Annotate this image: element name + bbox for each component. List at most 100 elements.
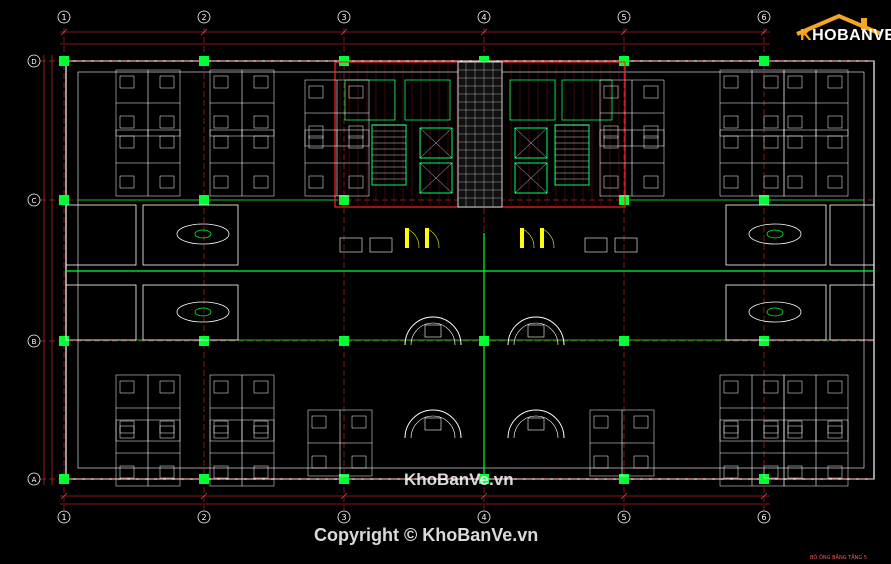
office-chair: [763, 115, 779, 129]
office-chair: [643, 85, 659, 99]
office-chair: [633, 415, 649, 429]
office-chair: [213, 425, 229, 439]
office-chair: [593, 415, 609, 429]
watermark-center: KhoBanVe.vn: [404, 470, 514, 489]
office-chair: [723, 420, 739, 434]
grid-bubble: [27, 54, 41, 68]
grid-bubble-label: 4: [481, 513, 486, 522]
lift-shaft: [514, 127, 548, 159]
office-chair: [763, 465, 779, 479]
structural-column: [59, 56, 69, 66]
office-chair: [763, 75, 779, 89]
structural-column: [199, 195, 209, 205]
grid-bubble-label: D: [31, 58, 36, 66]
office-chair: [787, 75, 803, 89]
office-chair: [827, 135, 843, 149]
meeting-room: [829, 284, 875, 341]
office-chair: [308, 125, 324, 139]
office-chair: [159, 115, 175, 129]
office-chair: [351, 455, 367, 469]
office-chair: [603, 85, 619, 99]
office-chair: [159, 465, 175, 479]
structural-column: [479, 56, 489, 66]
office-chair: [763, 135, 779, 149]
reception-seat: [584, 237, 608, 253]
structural-column: [339, 195, 349, 205]
office-chair: [827, 175, 843, 189]
structural-column: [759, 474, 769, 484]
structural-column: [199, 56, 209, 66]
grid-bubble-label: 6: [761, 513, 766, 522]
structural-column: [619, 56, 629, 66]
office-chair: [723, 75, 739, 89]
grid-bubble: [197, 10, 211, 24]
lift-cross: [514, 127, 548, 159]
structural-column: [759, 336, 769, 346]
meeting-table: [176, 223, 230, 245]
office-chair: [643, 135, 659, 149]
meeting-room: [65, 204, 137, 266]
grid-bubble: [617, 10, 631, 24]
office-chair: [723, 115, 739, 129]
grid-bubble-label: 1: [61, 513, 66, 522]
office-chair: [763, 420, 779, 434]
meeting-room: [725, 204, 827, 266]
office-chair: [311, 415, 327, 429]
office-chair: [787, 380, 803, 394]
outer-wall: [65, 60, 875, 480]
office-chair: [253, 465, 269, 479]
grid-bubble: [477, 10, 491, 24]
dimension-tick: [760, 28, 768, 36]
door-swing: [404, 227, 420, 249]
office-chair: [603, 135, 619, 149]
office-chair: [159, 75, 175, 89]
meeting-room: [142, 204, 239, 266]
office-chair: [308, 135, 324, 149]
meeting-table-center: [766, 307, 784, 317]
office-chair: [253, 75, 269, 89]
lounge-sofa-inner: [513, 415, 559, 439]
office-chair: [119, 465, 135, 479]
meeting-room: [725, 284, 827, 341]
dimension-tick: [620, 28, 628, 36]
wc-room: [404, 79, 451, 121]
logo-text: KHOBANVE: [800, 27, 891, 44]
office-chair: [213, 75, 229, 89]
office-chair: [763, 380, 779, 394]
door-leaf: [540, 228, 544, 248]
watermark-copyright: Copyright © KhoBanVe.vn: [314, 525, 539, 545]
office-chair: [213, 380, 229, 394]
office-chair: [119, 135, 135, 149]
grid-bubble: [27, 193, 41, 207]
grid-bubble-label: 5: [621, 513, 626, 522]
office-chair: [159, 175, 175, 189]
office-chair: [213, 420, 229, 434]
lounge-table: [527, 417, 545, 431]
office-chair: [827, 75, 843, 89]
reception-seat: [614, 237, 638, 253]
reception-seat: [339, 237, 363, 253]
grid-bubble-label: 6: [761, 13, 766, 22]
office-chair: [308, 85, 324, 99]
grid-bubble-label: B: [32, 338, 37, 346]
structural-column: [759, 56, 769, 66]
office-chair: [159, 135, 175, 149]
office-chair: [119, 380, 135, 394]
grid-bubble-label: A: [32, 476, 37, 484]
office-chair: [159, 425, 175, 439]
structural-column: [339, 474, 349, 484]
office-chair: [763, 425, 779, 439]
door-swing: [539, 227, 555, 249]
grid-bubble-label: 3: [341, 13, 346, 22]
office-chair: [253, 425, 269, 439]
grid-bubble: [757, 510, 771, 524]
meeting-table: [176, 301, 230, 323]
dimension-tick: [760, 492, 768, 500]
office-chair: [723, 175, 739, 189]
grid-bubble: [337, 10, 351, 24]
office-chair: [311, 455, 327, 469]
office-chair: [308, 175, 324, 189]
meeting-room: [142, 284, 239, 341]
structural-column: [59, 195, 69, 205]
